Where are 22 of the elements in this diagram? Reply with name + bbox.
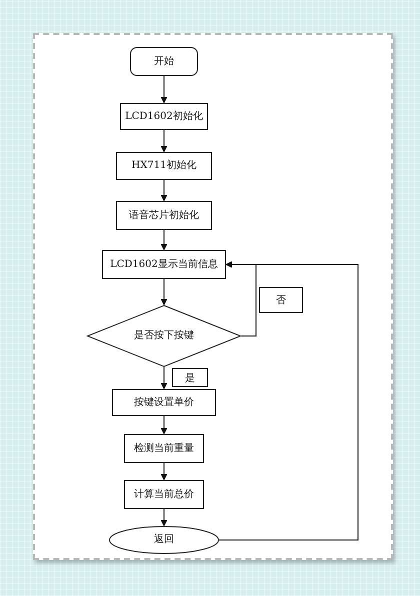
end-ellipse: 返回 bbox=[109, 526, 219, 554]
process-box: LCD1602显示当前信息 bbox=[102, 250, 226, 279]
decision-diamond: 是否按下按键 bbox=[87, 305, 241, 367]
edge-label: 是 bbox=[172, 368, 208, 387]
arrow bbox=[160, 76, 168, 104]
process-box: 语音芯片初始化 bbox=[116, 201, 212, 230]
start-box: 开始 bbox=[130, 47, 198, 76]
arrow bbox=[218, 261, 358, 540]
process-box: 计算当前总价 bbox=[124, 480, 204, 509]
arrow bbox=[160, 416, 168, 434]
process-box: LCD1602初始化 bbox=[120, 103, 208, 130]
arrow bbox=[160, 508, 168, 526]
arrow bbox=[160, 278, 168, 306]
process-box: 按键设置单价 bbox=[112, 389, 216, 416]
arrow bbox=[160, 130, 168, 152]
arrow bbox=[160, 462, 168, 480]
arrow bbox=[160, 230, 168, 250]
process-box: HX711初始化 bbox=[116, 152, 212, 180]
process-box: 检测当前重量 bbox=[124, 434, 204, 463]
arrow bbox=[160, 180, 168, 202]
edge-label: 否 bbox=[259, 287, 303, 313]
arrow bbox=[160, 366, 168, 390]
